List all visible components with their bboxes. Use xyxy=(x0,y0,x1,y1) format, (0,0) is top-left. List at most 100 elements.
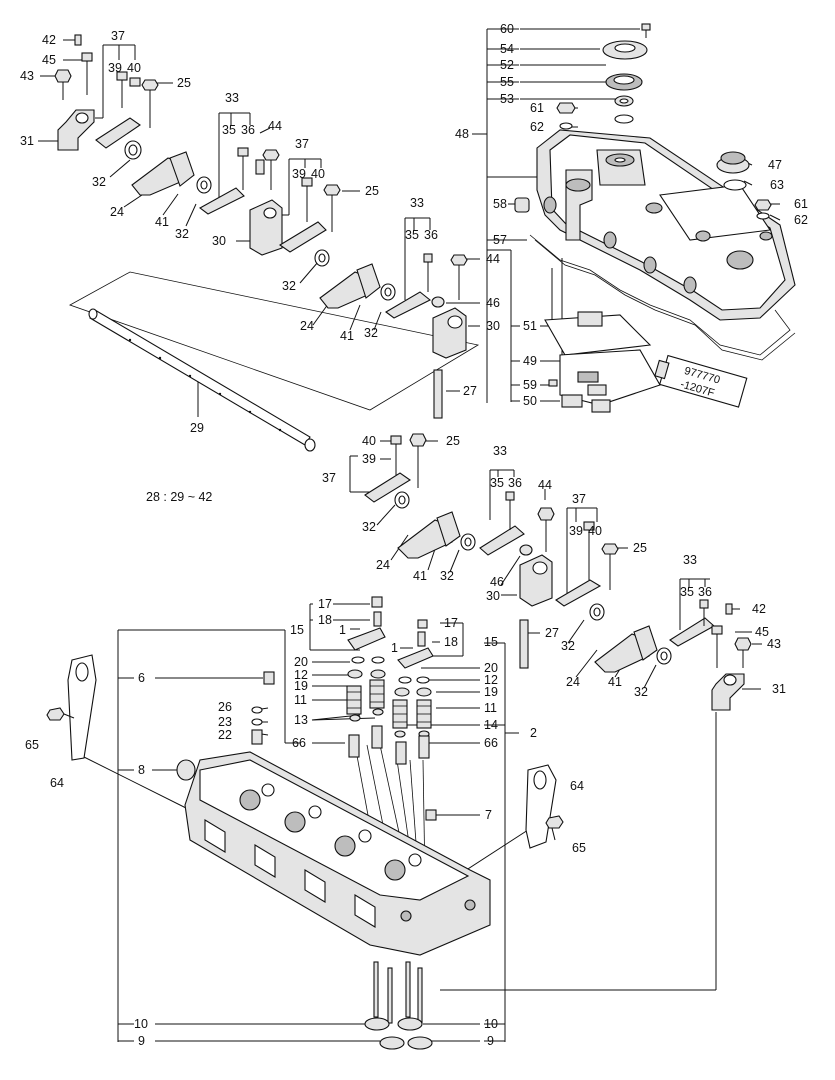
callout-64-right: 64 xyxy=(570,779,584,793)
callout-44-c: 44 xyxy=(538,478,552,492)
callout-32-f: 32 xyxy=(440,569,454,583)
callout-19-b: 19 xyxy=(484,685,498,699)
callout-43-b: 43 xyxy=(767,637,781,651)
callout-31-b: 31 xyxy=(772,682,786,696)
cylinder-head-assembly xyxy=(46,596,564,1050)
callout-42-top: 42 xyxy=(42,33,56,47)
callout-48: 48 xyxy=(455,127,469,141)
callout-65-right: 65 xyxy=(572,841,586,855)
callout-40-b: 40 xyxy=(311,167,325,181)
callout-32-h: 32 xyxy=(634,685,648,699)
callout-15-b: 15 xyxy=(484,635,498,649)
callout-62-top: 62 xyxy=(530,120,544,134)
callout-30-c: 30 xyxy=(486,589,500,603)
callout-27-b: 27 xyxy=(545,626,559,640)
lower-rocker-group xyxy=(364,433,752,711)
callout-18-b: 18 xyxy=(444,635,458,649)
valves-bottom xyxy=(364,961,433,1050)
callout-12-a: 12 xyxy=(294,668,308,682)
callout-44-b: 44 xyxy=(486,252,500,266)
callout-57: 57 xyxy=(493,233,507,247)
callout-23: 23 xyxy=(218,715,232,729)
callout-24-c: 24 xyxy=(376,558,390,572)
callout-10-right: 10 xyxy=(484,1017,498,1031)
callout-36-a: 36 xyxy=(241,123,255,137)
callout-40-c: 40 xyxy=(362,434,376,448)
callout-32-c: 32 xyxy=(282,279,296,293)
callout-20-a: 20 xyxy=(294,655,308,669)
callout-35-d: 35 xyxy=(680,585,694,599)
callout-37-a: 37 xyxy=(111,29,125,43)
callout-27-a: 27 xyxy=(463,384,477,398)
callout-25-a: 25 xyxy=(177,76,191,90)
callout-labels: 60 54 52 55 53 48 61 62 47 63 61 62 58 5… xyxy=(20,22,808,1048)
callout-33-b: 33 xyxy=(410,196,424,210)
callout-37-b: 37 xyxy=(295,137,309,151)
callout-29: 29 xyxy=(190,421,204,435)
callout-35-b: 35 xyxy=(405,228,419,242)
callout-43-top: 43 xyxy=(20,69,34,83)
callout-66-a: 66 xyxy=(292,736,306,750)
callout-2: 2 xyxy=(530,726,537,740)
callout-32-g: 32 xyxy=(561,639,575,653)
callout-64-left: 64 xyxy=(50,776,64,790)
callout-41-d: 41 xyxy=(608,675,622,689)
callout-41-c: 41 xyxy=(413,569,427,583)
callout-20-b: 20 xyxy=(484,661,498,675)
assembly-note: 28 : 29 ~ 42 xyxy=(146,490,212,504)
callout-36-b: 36 xyxy=(424,228,438,242)
callout-36-d: 36 xyxy=(698,585,712,599)
callout-62-right: 62 xyxy=(794,213,808,227)
callout-61-top: 61 xyxy=(530,101,544,115)
callout-15-a: 15 xyxy=(290,623,304,637)
callout-14: 14 xyxy=(484,718,498,732)
callout-39-c: 39 xyxy=(362,452,376,466)
callout-33-a: 33 xyxy=(225,91,239,105)
callout-31-top: 31 xyxy=(20,134,34,148)
callout-24-a: 24 xyxy=(110,205,124,219)
callout-1-b: 1 xyxy=(391,641,398,655)
callout-7: 7 xyxy=(485,808,492,822)
callout-12-b: 12 xyxy=(484,673,498,687)
callout-33-d: 33 xyxy=(683,553,697,567)
callout-61-right: 61 xyxy=(794,197,808,211)
callout-46-a: 46 xyxy=(486,296,500,310)
callout-13: 13 xyxy=(294,713,308,727)
callout-37-d: 37 xyxy=(572,492,586,506)
callout-35-c: 35 xyxy=(490,476,504,490)
callout-39-b: 39 xyxy=(292,167,306,181)
callout-42-b: 42 xyxy=(752,602,766,616)
callout-22: 22 xyxy=(218,728,232,742)
callout-63: 63 xyxy=(770,178,784,192)
callout-33-c: 33 xyxy=(493,444,507,458)
callout-32-b: 32 xyxy=(175,227,189,241)
callout-19-a: 19 xyxy=(294,679,308,693)
callout-39-a: 39 xyxy=(108,61,122,75)
callout-6: 6 xyxy=(138,671,145,685)
callout-37-c: 37 xyxy=(322,471,336,485)
callout-24-b: 24 xyxy=(300,319,314,333)
callout-45-b: 45 xyxy=(755,625,769,639)
callout-25-c: 25 xyxy=(446,434,460,448)
callout-49: 49 xyxy=(523,354,537,368)
callout-52: 52 xyxy=(500,58,514,72)
callout-51: 51 xyxy=(523,319,537,333)
callout-50: 50 xyxy=(523,394,537,408)
callout-47: 47 xyxy=(768,158,782,172)
callout-53: 53 xyxy=(500,92,514,106)
callout-41-a: 41 xyxy=(155,215,169,229)
callout-30-a: 30 xyxy=(212,234,226,248)
callout-11-b: 11 xyxy=(484,701,497,715)
callout-35-a: 35 xyxy=(222,123,236,137)
callout-58: 58 xyxy=(493,197,507,211)
callout-55: 55 xyxy=(500,75,514,89)
callout-39-d: 39 xyxy=(569,524,583,538)
callout-46-b: 46 xyxy=(490,575,504,589)
callout-54: 54 xyxy=(500,42,514,56)
callout-24-d: 24 xyxy=(566,675,580,689)
callout-66-b: 66 xyxy=(484,736,498,750)
callout-9-right: 9 xyxy=(487,1034,494,1048)
callout-59: 59 xyxy=(523,378,537,392)
callout-25-d: 25 xyxy=(633,541,647,555)
